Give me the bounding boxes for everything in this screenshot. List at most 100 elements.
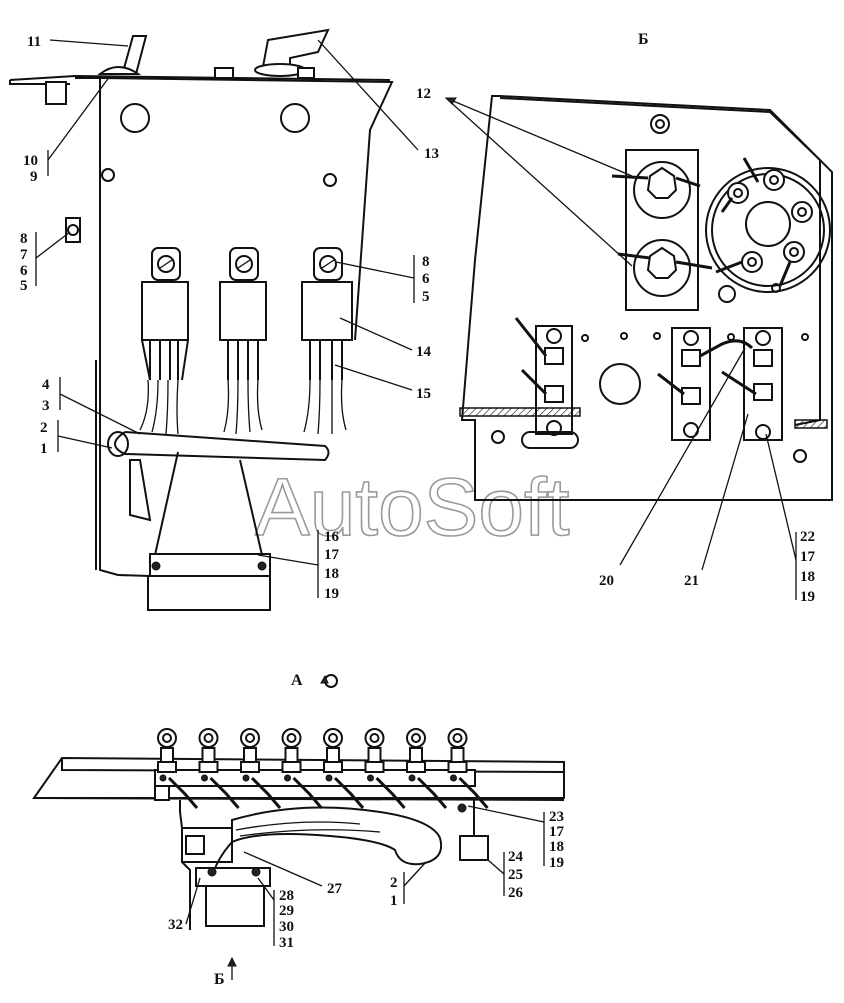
terminal-screw — [408, 774, 416, 782]
terminal-ring — [240, 728, 260, 748]
callout-13: 13 — [424, 146, 439, 162]
terminal-lug — [284, 747, 299, 763]
terminal-screw — [242, 774, 250, 782]
callout-11: 11 — [27, 34, 41, 50]
terminal-ring-hole — [203, 733, 214, 743]
callout-3: 3 — [42, 398, 50, 414]
terminal-ring — [323, 728, 343, 748]
callout-18-main: 18 — [324, 566, 339, 582]
callout-28: 28 — [279, 888, 294, 904]
terminal-ring — [447, 728, 468, 748]
terminal-lug — [201, 747, 216, 763]
main-view-leaders — [35, 39, 419, 598]
terminal-screw — [367, 774, 374, 782]
callout-32: 32 — [168, 917, 183, 933]
terminal-wire — [458, 776, 489, 809]
terminal-screw — [450, 774, 457, 782]
terminal-clamp — [240, 761, 260, 773]
terminal-ring — [364, 728, 385, 748]
terminal-ring — [406, 728, 426, 748]
callout-6-left: 6 — [20, 263, 28, 279]
terminal-wire — [250, 776, 282, 809]
end-post — [154, 785, 170, 801]
terminal-wire — [416, 776, 448, 809]
callout-21: 21 — [684, 573, 699, 589]
callout-18-a: 18 — [549, 839, 564, 855]
view-a-title: А — [291, 672, 303, 689]
terminal-clamp — [447, 761, 468, 773]
callout-8-right: 8 — [422, 254, 430, 270]
terminal-wire — [333, 776, 365, 809]
callout-19-main: 19 — [324, 586, 339, 602]
view-a-leaders — [185, 805, 545, 946]
callout-8-left: 8 — [20, 231, 28, 247]
relay-middle — [219, 247, 267, 380]
callout-6-right: 6 — [422, 271, 430, 287]
callout-2-top: 2 — [40, 420, 48, 436]
terminal-clamp — [406, 761, 426, 773]
terminal-lug — [367, 747, 382, 763]
callout-30: 30 — [279, 919, 294, 935]
relay-left — [141, 247, 189, 381]
terminal-lug — [450, 747, 465, 763]
callout-10: 10 — [23, 153, 38, 169]
callout-25: 25 — [508, 867, 523, 883]
callout-15: 15 — [416, 386, 431, 402]
terminal-ring — [281, 728, 302, 748]
callout-5-right: 5 — [422, 289, 430, 305]
relay-right — [301, 247, 353, 380]
terminal-clamp — [364, 761, 385, 773]
terminal-screw — [325, 774, 333, 782]
terminal-clamp — [281, 761, 302, 773]
terminal-clamp — [323, 761, 343, 773]
callout-9: 9 — [30, 169, 38, 185]
view-b-title: Б — [638, 31, 649, 48]
terminal-wire — [209, 776, 240, 809]
callout-22: 22 — [800, 529, 815, 545]
terminal-wire — [292, 776, 323, 809]
terminal-clamp — [198, 761, 219, 773]
terminal-ring — [157, 728, 177, 748]
terminal-ring-hole — [411, 733, 421, 743]
terminal-wire — [375, 776, 406, 809]
callout-17-b: 17 — [800, 549, 816, 565]
terminal-ring-hole — [369, 733, 380, 743]
view-a — [32, 674, 565, 980]
watermark-text: AutoSoft — [255, 462, 570, 553]
terminal-ring-hole — [162, 733, 172, 743]
callout-5-left: 5 — [20, 278, 28, 294]
terminal-screw — [201, 774, 208, 782]
callout-29: 29 — [279, 903, 294, 919]
terminal-lug — [160, 747, 174, 763]
callout-1-top: 1 — [40, 441, 48, 457]
callout-labels: Б А Б 11 10 9 13 8 7 6 5 8 6 5 14 15 4 3… — [20, 31, 816, 988]
bracket-arm — [179, 800, 183, 829]
callout-16: 16 — [324, 529, 340, 545]
callout-26: 26 — [508, 885, 524, 901]
terminal-ring-hole — [452, 733, 463, 743]
terminal-screw — [159, 774, 167, 782]
terminal-ring-hole — [328, 733, 338, 743]
terminal-strip — [154, 769, 476, 787]
terminal-clamp — [157, 761, 177, 773]
callout-12: 12 — [416, 86, 431, 102]
terminal-ring-hole — [286, 733, 297, 743]
callout-20: 20 — [599, 573, 614, 589]
terminal-lug — [243, 747, 257, 763]
terminal-lug — [409, 747, 423, 763]
callout-14: 14 — [416, 344, 432, 360]
view-b-arrow-label: Б — [214, 971, 225, 988]
terminal-wire — [167, 776, 199, 809]
callout-27: 27 — [327, 881, 343, 897]
terminal-lug — [326, 747, 340, 763]
callout-17-main: 17 — [324, 547, 340, 563]
callout-2-bottom: 2 — [390, 875, 398, 891]
callout-31: 31 — [279, 935, 294, 951]
callout-17-a: 17 — [549, 824, 565, 840]
main-view — [9, 28, 394, 611]
callout-4: 4 — [42, 377, 50, 393]
callout-19-a: 19 — [549, 855, 564, 871]
terminal-row — [154, 728, 489, 829]
callout-1-bottom: 1 — [390, 893, 398, 909]
